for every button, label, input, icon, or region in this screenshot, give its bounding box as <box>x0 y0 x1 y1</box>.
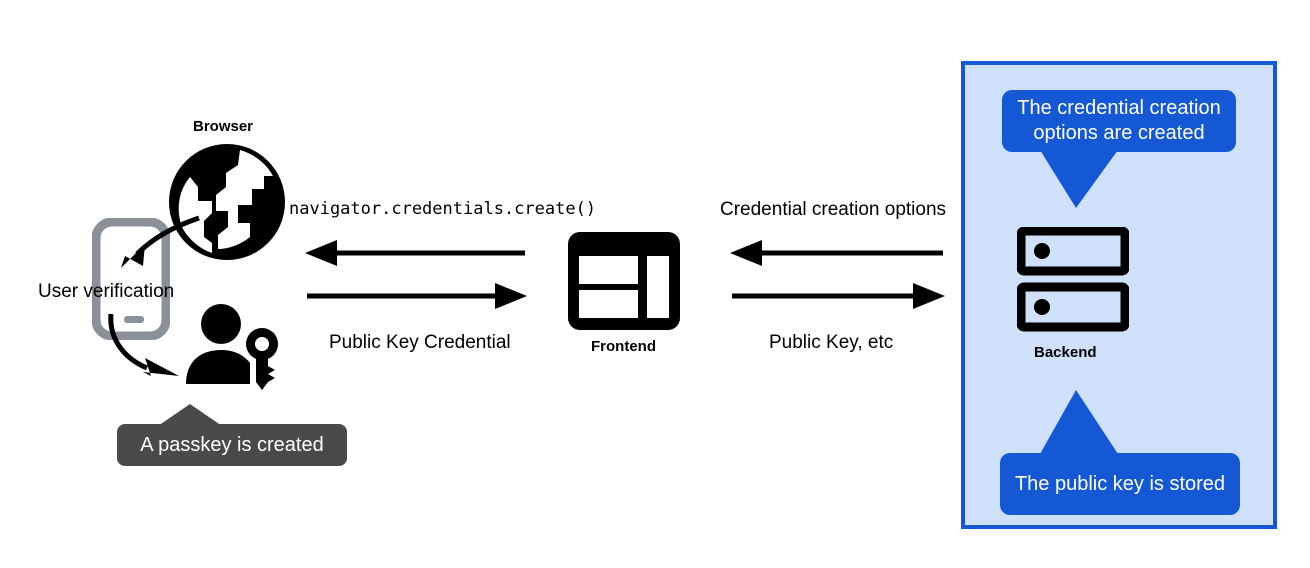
window-layout-icon <box>568 232 680 330</box>
user-verification-label: User verification <box>38 281 175 302</box>
callout-passkey-created: A passkey is created <box>117 424 347 466</box>
public-key-etc-label: Public Key, etc <box>769 332 894 353</box>
globe-icon <box>169 144 285 260</box>
callout-public-key-stored: The public key is stored <box>1000 453 1240 515</box>
callout-bottom-tail <box>1040 390 1118 454</box>
navigator-credentials-create-label: navigator.credentials.create() <box>289 199 597 219</box>
public-key-credential-label: Public Key Credential <box>329 332 511 353</box>
arrow-phone-to-user <box>108 313 179 376</box>
arrow-backend-to-frontend <box>730 240 943 266</box>
arrow-browser-to-phone <box>121 215 200 268</box>
arrow-frontend-to-backend <box>732 283 945 309</box>
arrow-frontend-to-browser <box>305 240 525 266</box>
credential-creation-options-label: Credential creation options <box>720 199 947 220</box>
callout-passkey-tail <box>155 404 225 428</box>
callout-top-tail <box>1040 150 1118 208</box>
frontend-label: Frontend <box>591 338 656 355</box>
server-rack-icon <box>1017 227 1129 332</box>
arrow-browser-to-frontend <box>307 283 527 309</box>
callout-credential-creation-options: The credential creation options are crea… <box>1002 90 1236 152</box>
user-with-key-icon <box>186 304 278 390</box>
mobile-phone-icon <box>92 218 170 340</box>
backend-label: Backend <box>1034 344 1097 361</box>
browser-label: Browser <box>193 118 254 135</box>
